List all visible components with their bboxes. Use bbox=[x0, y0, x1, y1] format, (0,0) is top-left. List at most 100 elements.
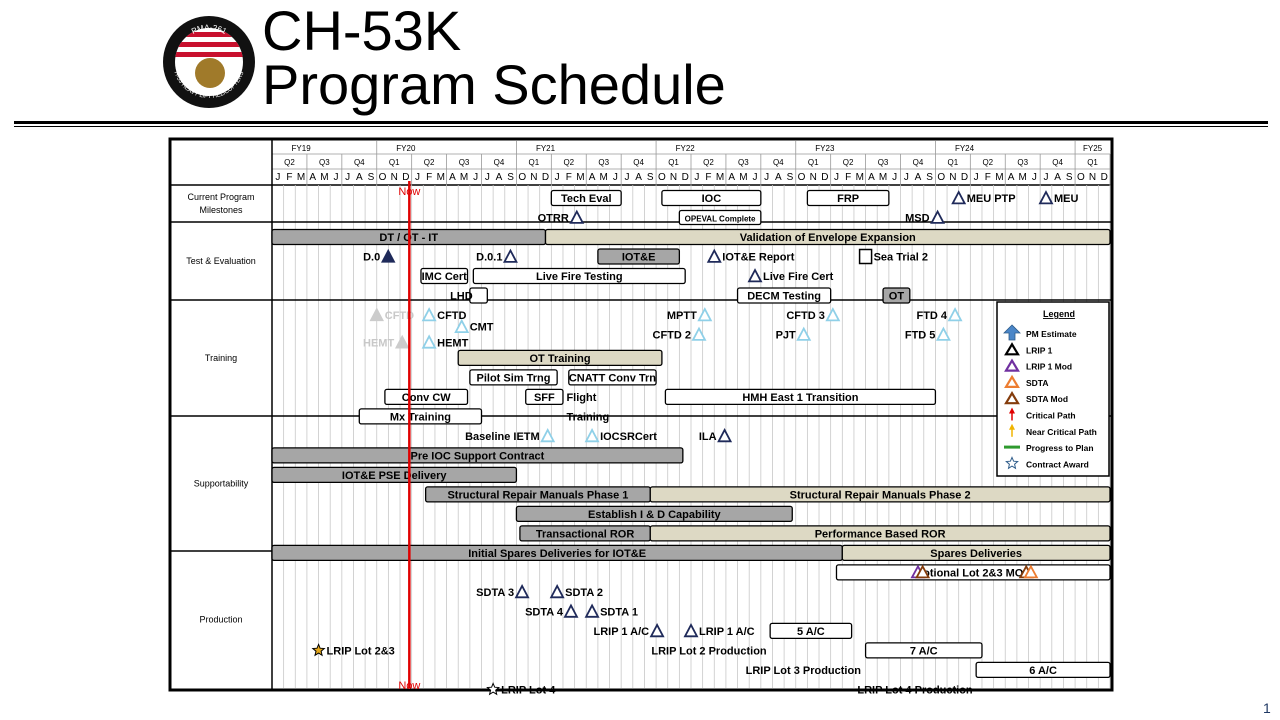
slide-title: CH-53K Program Schedule bbox=[262, 0, 726, 113]
quarter-label: Q3 bbox=[1017, 158, 1028, 167]
milestone-label: LHD bbox=[450, 291, 473, 303]
month-label: J bbox=[764, 172, 769, 183]
month-label: M bbox=[879, 172, 887, 183]
month-label: J bbox=[834, 172, 839, 183]
month-label: S bbox=[1066, 172, 1073, 183]
month-label: A bbox=[356, 172, 363, 183]
schedule-bar bbox=[384, 388, 469, 406]
milestone-label: ILA bbox=[699, 431, 717, 443]
bar-label: Establish I & D Capability bbox=[588, 509, 722, 521]
arrow-yellow-head-icon bbox=[1009, 423, 1015, 430]
quarter-label: Q1 bbox=[668, 158, 679, 167]
milestone-label: SDTA 4 bbox=[525, 606, 564, 618]
title-rule-thin bbox=[14, 126, 1268, 127]
month-label: N bbox=[670, 172, 677, 183]
quarter-label: Q1 bbox=[389, 158, 400, 167]
month-label: A bbox=[635, 172, 642, 183]
section-label: Current Program bbox=[187, 192, 254, 202]
milestone-triangle-icon bbox=[502, 248, 518, 263]
month-label: M bbox=[576, 172, 584, 183]
month-label: J bbox=[275, 172, 280, 183]
quarter-label: Q3 bbox=[598, 158, 609, 167]
star-icon bbox=[311, 643, 326, 657]
schedule-bar bbox=[358, 408, 483, 425]
now-label-bottom: Now bbox=[398, 680, 420, 692]
title-rule bbox=[14, 121, 1268, 124]
estimate-triangle-icon bbox=[825, 307, 841, 322]
pm-estimate-arrow-icon bbox=[1003, 324, 1021, 341]
milestone-triangle-icon bbox=[717, 427, 733, 443]
square-icon bbox=[858, 248, 873, 265]
milestone-label: LRIP 1 A/C bbox=[699, 626, 755, 638]
schedule-bar bbox=[469, 369, 558, 386]
milestone-label: SDTA 1 bbox=[600, 606, 638, 618]
milestone-label: FTD 4 bbox=[916, 310, 947, 322]
bar-label: 7 A/C bbox=[910, 645, 938, 657]
month-label: J bbox=[473, 172, 478, 183]
month-label: J bbox=[613, 172, 618, 183]
month-label: F bbox=[705, 172, 711, 183]
bar-label: Conv CW bbox=[402, 392, 452, 404]
month-label: A bbox=[1008, 172, 1015, 183]
tri-brown-icon bbox=[1004, 391, 1020, 405]
bar-label: OT Training bbox=[530, 353, 591, 365]
estimate-triangle-icon bbox=[796, 326, 812, 341]
schedule-bar bbox=[597, 248, 681, 265]
quarter-label: Q4 bbox=[633, 158, 644, 167]
milestone-label: CMT bbox=[470, 322, 494, 334]
fiscal-year-label: FY23 bbox=[815, 144, 835, 153]
month-label: O bbox=[1077, 172, 1085, 183]
contract-award-star-icon bbox=[1005, 456, 1019, 470]
schedule-bar bbox=[864, 642, 983, 659]
milestone-label: LRIP Lot 4 bbox=[501, 684, 556, 696]
title-line-1: CH-53K bbox=[262, 0, 462, 62]
quarter-label: Q4 bbox=[1052, 158, 1063, 167]
schedule-bar bbox=[472, 267, 686, 285]
bar-label: Pre IOC Support Contract bbox=[411, 450, 545, 462]
month-label: J bbox=[345, 172, 350, 183]
estimate-triangle-icon bbox=[697, 307, 713, 322]
bar-label: OT bbox=[889, 291, 905, 303]
milestone-label: CFTD 2 bbox=[653, 330, 692, 342]
month-label: F bbox=[426, 172, 432, 183]
month-label: M bbox=[716, 172, 724, 183]
estimate-triangle-icon bbox=[691, 326, 707, 341]
month-label: A bbox=[728, 172, 735, 183]
schedule-bar bbox=[975, 661, 1111, 679]
month-label: S bbox=[647, 172, 654, 183]
legend-item-label: SDTA Mod bbox=[1026, 394, 1068, 404]
legend-item-label: Critical Path bbox=[1026, 411, 1076, 421]
month-label: J bbox=[555, 172, 560, 183]
month-label: M bbox=[460, 172, 468, 183]
milestone-triangle-icon bbox=[569, 209, 585, 224]
month-label: D bbox=[821, 172, 828, 183]
milestone-label: D.0.1 bbox=[476, 252, 502, 264]
month-label: F bbox=[845, 172, 851, 183]
schedule-bar bbox=[271, 447, 684, 464]
bar-label: OPEVAL Complete bbox=[685, 215, 756, 224]
month-label: M bbox=[856, 172, 864, 183]
schedule-bar bbox=[515, 505, 793, 523]
schedule-bar bbox=[769, 622, 853, 640]
month-label: A bbox=[915, 172, 922, 183]
milestone-triangle-icon bbox=[1038, 190, 1054, 205]
month-label: F bbox=[286, 172, 292, 183]
milestone-label: LRIP Lot 4 Production bbox=[857, 684, 973, 696]
schedule-bar bbox=[271, 466, 518, 484]
month-label: O bbox=[379, 172, 387, 183]
quarter-label: Q2 bbox=[703, 158, 714, 167]
milestone-triangle-icon bbox=[930, 209, 946, 224]
month-label: J bbox=[1032, 172, 1037, 183]
bar-label: Notional Lot 2&3 MOD bbox=[915, 567, 1031, 579]
faded-triangle-icon bbox=[369, 307, 384, 322]
bar-label: IMC Cert bbox=[422, 271, 468, 283]
schedule-bar bbox=[550, 189, 622, 207]
fiscal-year-label: FY20 bbox=[396, 144, 416, 153]
schedule-bar bbox=[835, 564, 1111, 581]
quarter-label: Q4 bbox=[354, 158, 365, 167]
quarter-label: Q2 bbox=[982, 158, 993, 167]
quarter-label: Q2 bbox=[284, 158, 295, 167]
fiscal-year-label: FY25 bbox=[1083, 144, 1103, 153]
bar-label: 5 A/C bbox=[797, 626, 825, 638]
